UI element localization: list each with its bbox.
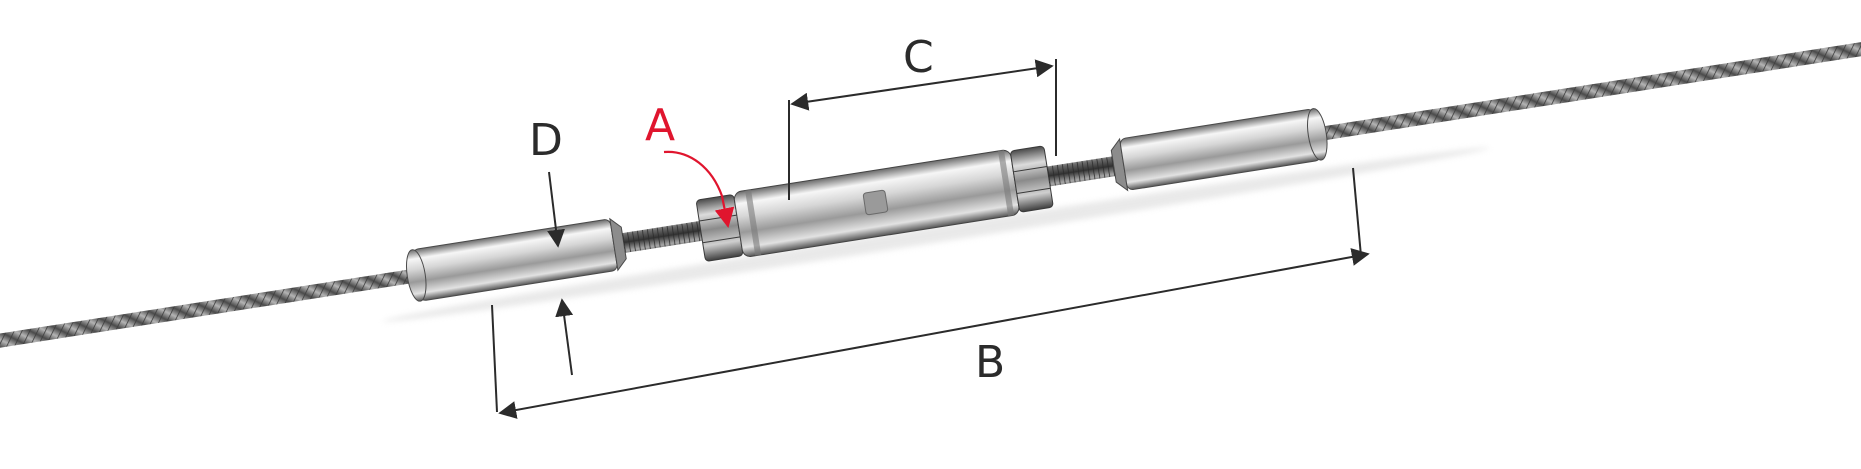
right-swage-fitting <box>1110 108 1328 192</box>
right-lock-nut <box>1010 145 1054 213</box>
label-d: D <box>529 115 563 166</box>
dimension-a-arrow <box>663 150 735 228</box>
left-threaded-rod <box>622 220 707 253</box>
dimension-c-line <box>790 59 1054 111</box>
dimension-c: C <box>788 32 1057 200</box>
turnbuckle-body <box>733 149 1020 257</box>
dimension-d-arrow-bottom <box>555 298 574 376</box>
body-inspection-slot <box>862 189 889 216</box>
right-wire-cable <box>1215 36 1861 158</box>
left-wire-cable <box>0 268 418 351</box>
right-threaded-rod <box>1047 156 1116 187</box>
label-a: A <box>645 100 675 151</box>
dimension-b-extension-right <box>1352 167 1362 257</box>
dimension-d-arrow-top <box>547 171 565 248</box>
label-b: B <box>975 337 1005 388</box>
dimension-a: A <box>645 100 735 228</box>
dimension-d: D <box>529 115 574 376</box>
dimension-b-line <box>498 248 1370 419</box>
dimension-b-extension-left <box>491 304 498 413</box>
label-c: C <box>903 32 934 83</box>
dimension-b: B <box>491 167 1370 419</box>
